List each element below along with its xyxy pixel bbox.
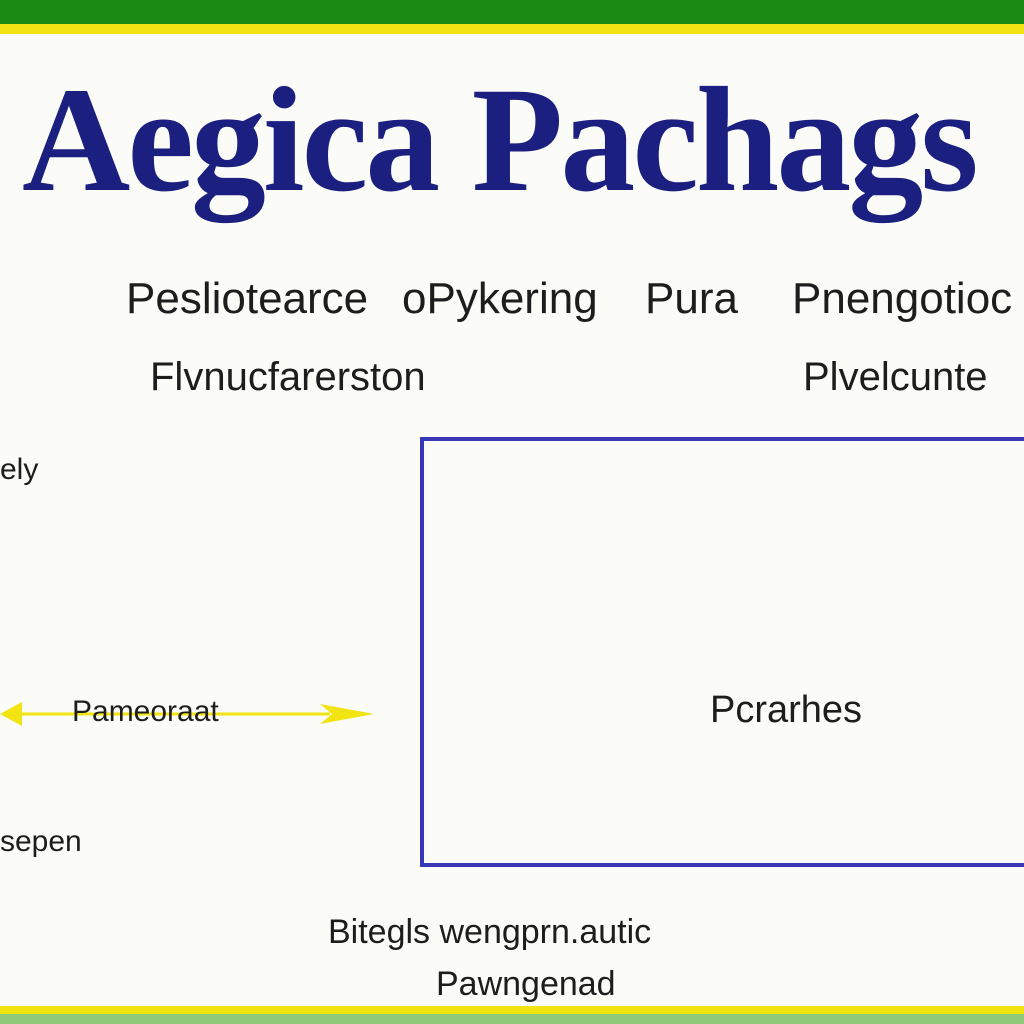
bottom-yellow-band: [0, 1006, 1024, 1014]
subtitle-part-1: Pesliotearce: [126, 274, 369, 323]
subtitle-part-3: Pura: [645, 274, 738, 323]
left-label-bottom: sepen: [0, 825, 82, 858]
footer-line-1: Bitegls wengprn.autic: [328, 913, 652, 951]
bottom-green-band: [0, 1014, 1024, 1024]
subtitle-part-4: Pnengotioc: [792, 274, 1013, 323]
left-label-top: ely: [0, 453, 39, 486]
left-label-middle: Pameoraat: [72, 695, 219, 728]
top-green-band: [0, 0, 1024, 24]
subtitle-part-2: oPykering: [402, 274, 598, 323]
footer-line-2: Pawngenad: [436, 965, 616, 1003]
arrow-head-right: [320, 704, 374, 724]
double-arrow-connector: [0, 702, 374, 726]
main-title: Aegica Pachags: [22, 57, 979, 223]
panel-label: Pcrarhes: [710, 689, 863, 731]
heading-left: Flvnucfarerston: [150, 355, 426, 399]
heading-right: Plvelcunte: [803, 355, 988, 399]
top-yellow-band: [0, 24, 1024, 34]
panel-box: [420, 437, 1024, 867]
arrow-head-left: [0, 702, 22, 726]
